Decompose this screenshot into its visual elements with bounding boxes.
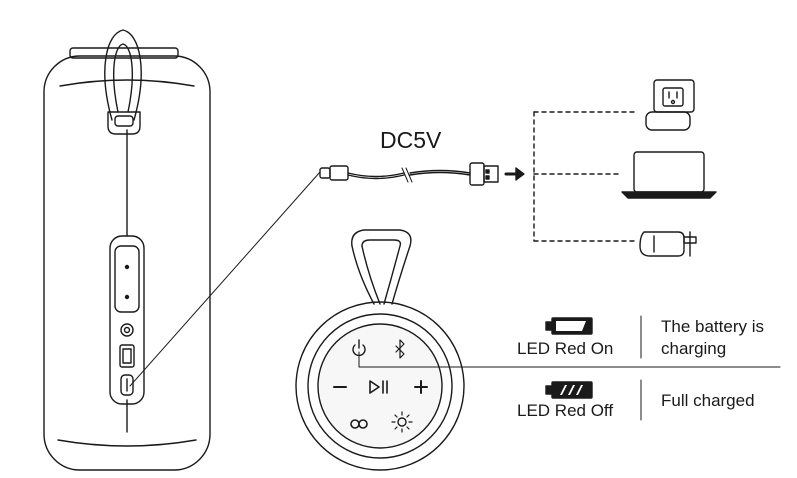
laptop-icon xyxy=(621,151,717,199)
speaker-top-view xyxy=(295,229,465,471)
play-pause-icon[interactable] xyxy=(369,380,388,394)
power-source-lines xyxy=(533,111,637,242)
status-charging-label: The battery is charging xyxy=(661,317,764,358)
cable-voltage-label: DC5V xyxy=(380,127,442,153)
usb-c-port[interactable] xyxy=(120,374,134,396)
bluetooth-icon[interactable] xyxy=(395,339,405,359)
battery-full-icon xyxy=(545,381,593,399)
wall-outlet-icon xyxy=(645,79,695,131)
aux-port[interactable] xyxy=(120,323,134,337)
usb-a-port[interactable] xyxy=(119,344,135,368)
led-red-on-label: LED Red On xyxy=(517,339,614,358)
led-red-off-label: LED Red Off xyxy=(517,401,614,420)
speaker-side-view xyxy=(43,29,321,471)
plus-icon[interactable] xyxy=(414,380,428,394)
side-port-panel xyxy=(109,235,145,405)
charging-cable xyxy=(319,162,525,186)
status-full-label: Full charged xyxy=(661,391,755,410)
car-charger-icon xyxy=(639,231,697,257)
carry-strap[interactable] xyxy=(104,29,142,135)
light-icon[interactable] xyxy=(391,411,413,433)
battery-charging-icon xyxy=(545,317,593,335)
link-icon[interactable] xyxy=(350,419,368,429)
led-pointer xyxy=(358,351,781,368)
